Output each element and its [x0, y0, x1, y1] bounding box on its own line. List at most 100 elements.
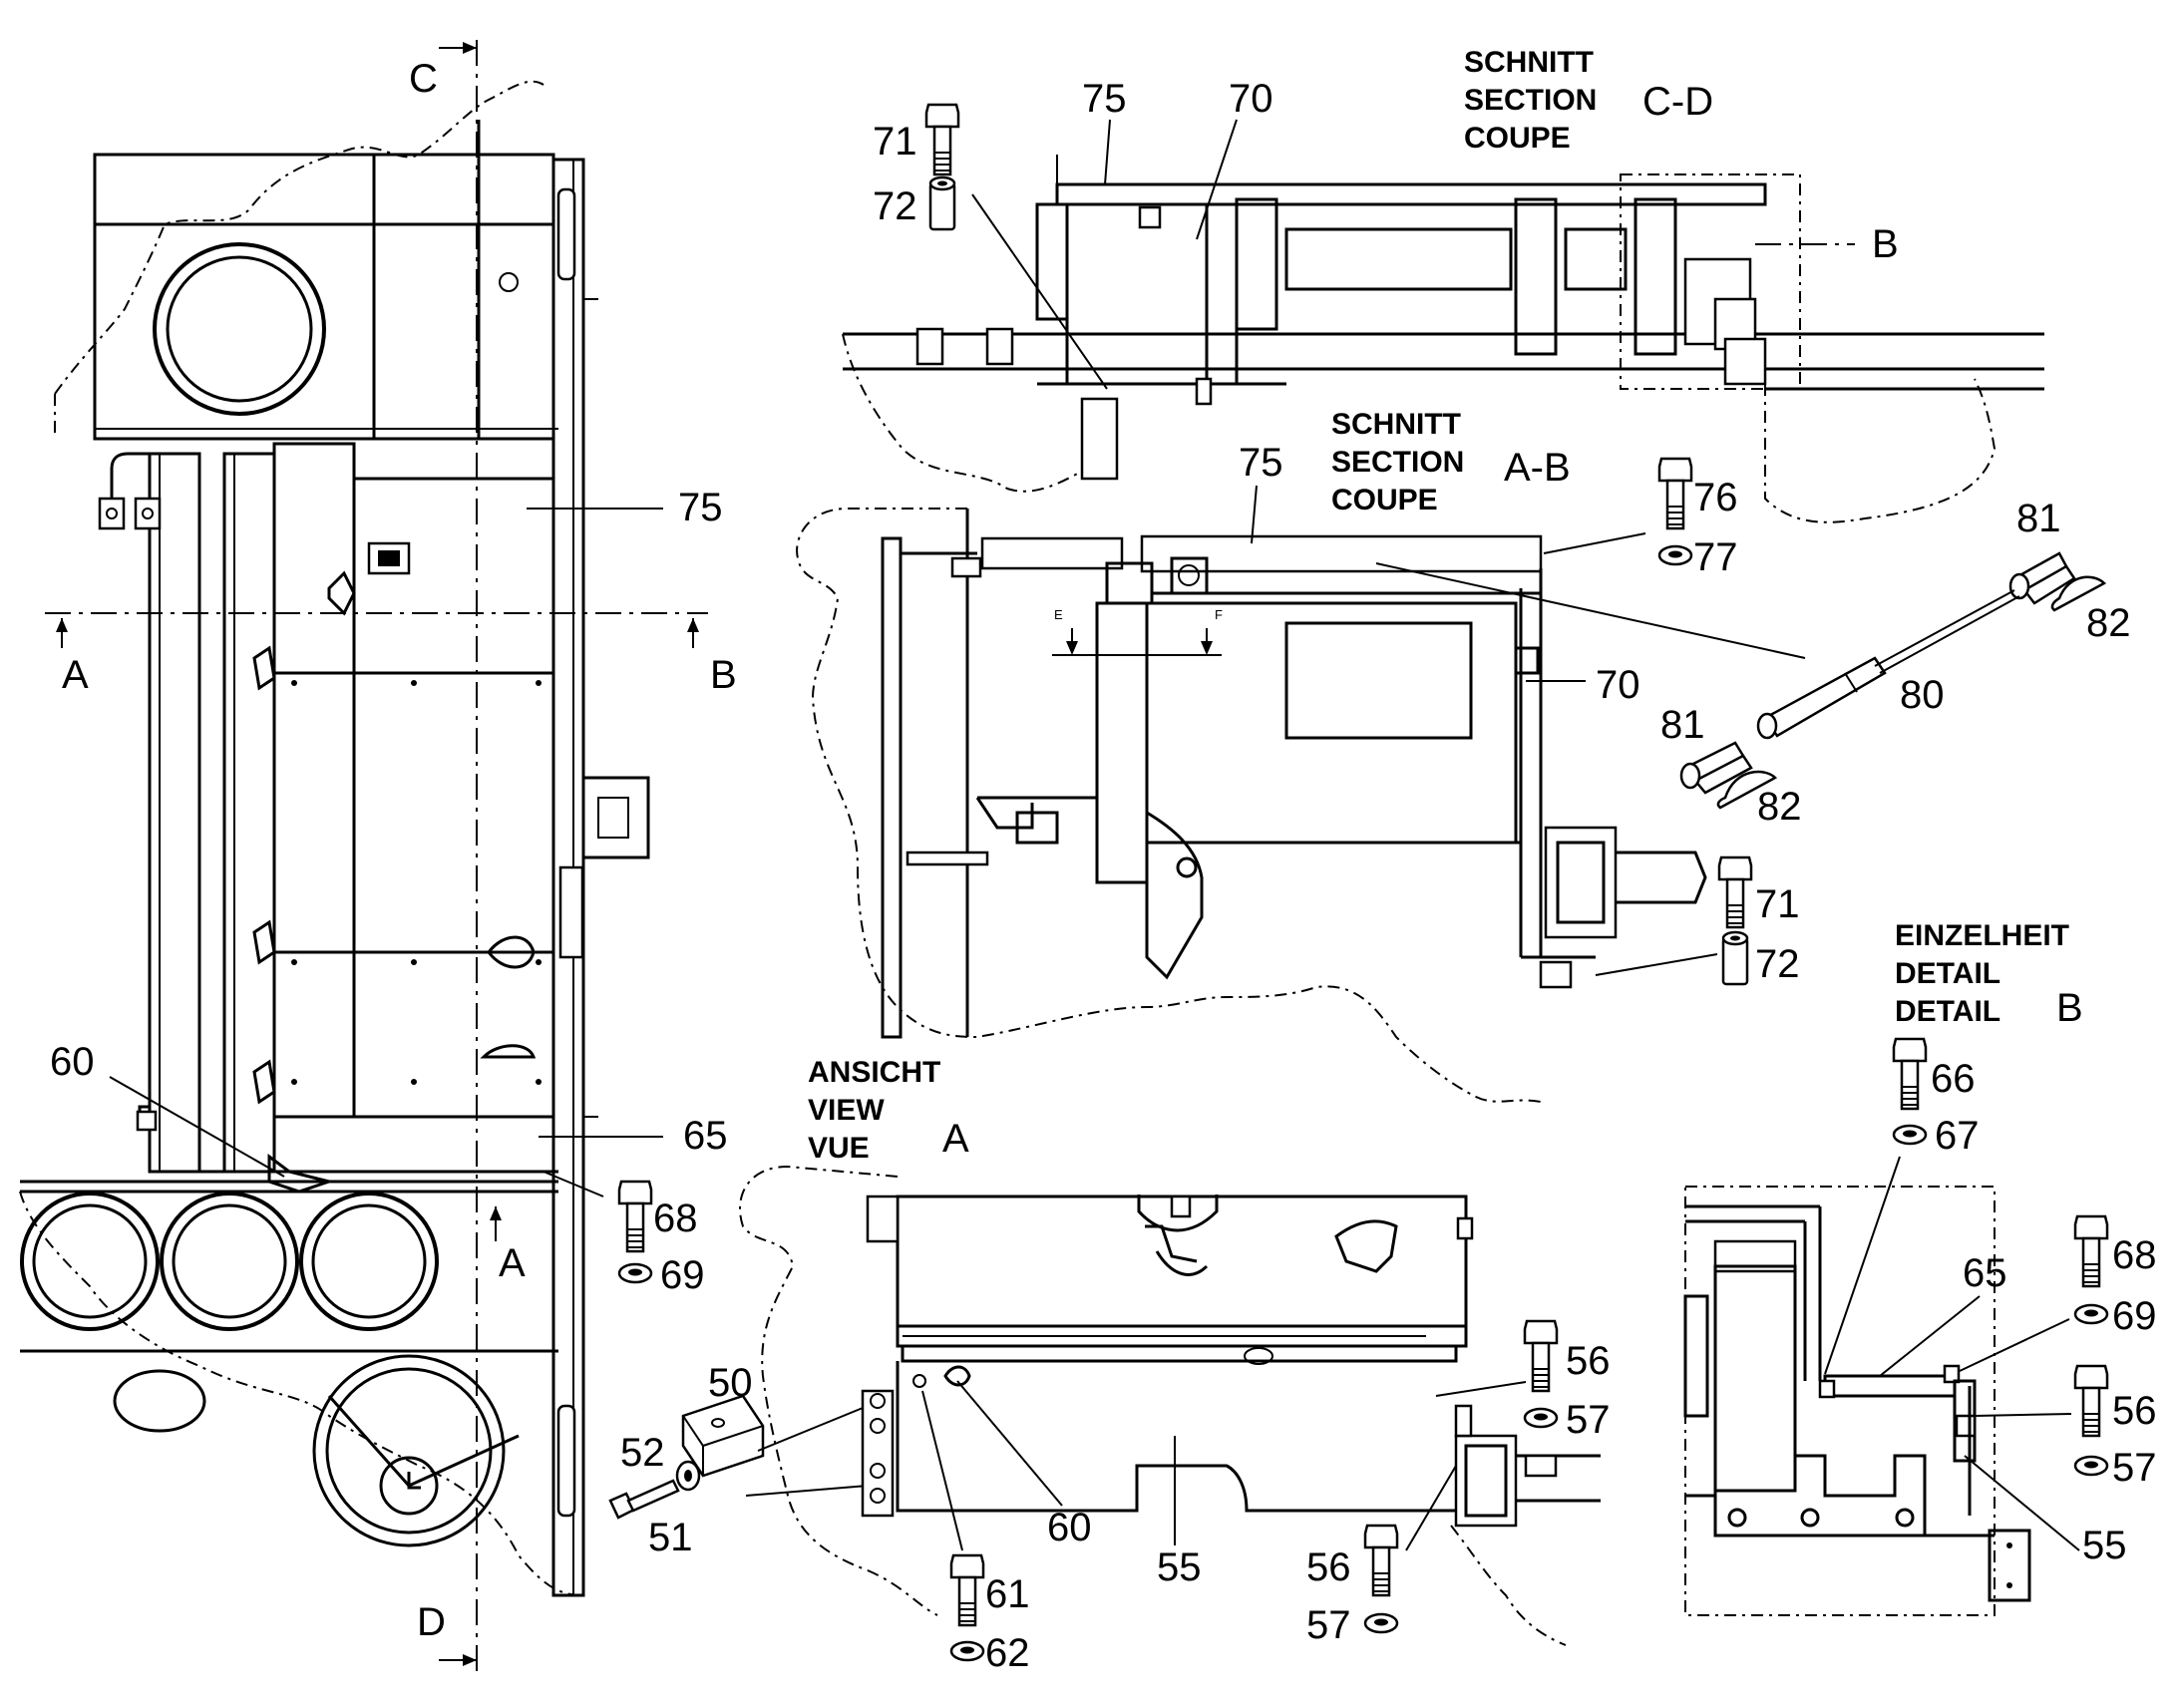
callout-51: 51: [648, 1516, 693, 1559]
washer-icon-69-b: [2073, 1303, 2109, 1325]
view-a-id: A: [942, 1117, 969, 1161]
bolt-icon-76: [1657, 457, 1693, 530]
callout-72-ab: 72: [1755, 942, 1800, 986]
callout-69-b: 69: [2112, 1294, 2157, 1338]
callout-66: 66: [1931, 1057, 1976, 1101]
callout-70-cd: 70: [1229, 77, 1273, 121]
section-marker-b-right: B: [710, 653, 737, 697]
section-cd-view: SCHNITT SECTION COUPE C-D: [842, 46, 2044, 523]
bolt-icon-51: [608, 1479, 680, 1520]
sleeve-icon-72-cd: [928, 175, 956, 231]
detail-b-header-en: DETAIL: [1895, 957, 2000, 990]
section-cd-id: C-D: [1642, 80, 1713, 124]
washer-icon-57-b: [2073, 1455, 2109, 1477]
washer-icon-69: [617, 1262, 653, 1284]
view-a-header-en: VIEW: [808, 1094, 885, 1127]
callout-75-cd: 75: [1082, 77, 1127, 121]
callout-67: 67: [1935, 1114, 1980, 1158]
callout-72-cd: 72: [873, 184, 917, 228]
callout-75-main: 75: [678, 486, 723, 529]
callout-71-ab: 71: [1755, 882, 1800, 926]
callout-81-upper: 81: [2016, 497, 2061, 540]
section-cd-callouts: 75 70 71 72 B: [873, 77, 1899, 390]
washer-icon-67: [1892, 1124, 1928, 1146]
callout-55-b: 55: [2082, 1524, 2127, 1567]
callout-65-main: 65: [683, 1114, 728, 1158]
callout-77: 77: [1693, 535, 1738, 579]
section-marker-d: D: [417, 1600, 446, 1644]
washer-icon-57-a-bottom: [1363, 1612, 1399, 1634]
section-cd-header-en: SECTION: [1464, 84, 1597, 117]
detail-b: EINZELHEIT DETAIL DETAIL B: [1683, 919, 2083, 1616]
detail-b-callouts: 66 67 65 68 69 56 57 55: [1824, 1037, 2157, 1567]
detail-b-header-de: EINZELHEIT: [1895, 919, 2069, 952]
section-ab-header-en: SECTION: [1331, 446, 1464, 479]
bolt-icon-66: [1892, 1037, 1928, 1111]
callout-80: 80: [1900, 673, 1945, 717]
callout-57-b: 57: [2112, 1446, 2157, 1490]
callout-69-main: 69: [660, 1253, 705, 1297]
section-marker-a-left: A: [62, 653, 89, 697]
section-marker-f: F: [1215, 607, 1223, 622]
main-view: [19, 80, 650, 1597]
callout-61: 61: [985, 1572, 1030, 1616]
callout-71-cd: 71: [873, 120, 917, 164]
callout-82-upper: 82: [2086, 601, 2131, 645]
callout-76: 76: [1693, 476, 1738, 519]
view-a: ANSICHT VIEW VUE A: [739, 1056, 1601, 1646]
section-ab-header-de: SCHNITT: [1331, 408, 1461, 441]
callout-75-ab: 75: [1239, 441, 1283, 485]
callout-68-b: 68: [2112, 1233, 2157, 1277]
section-cd-header-fr: COUPE: [1464, 122, 1571, 155]
sleeve-icon-72-ab: [1721, 930, 1749, 986]
view-a-header-fr: VUE: [808, 1132, 870, 1165]
callout-57-a-bottom: 57: [1306, 1603, 1351, 1647]
section-ab-id: A-B: [1504, 446, 1571, 490]
bolt-icon-56-a: [1523, 1319, 1559, 1393]
section-line-ab: A B A: [45, 612, 737, 1285]
section-marker-e: E: [1054, 607, 1063, 622]
washer-icon-52: [675, 1460, 701, 1492]
callout-60-a: 60: [1047, 1506, 1092, 1549]
clevis-icon-lower: [1679, 741, 1753, 795]
callout-68-main: 68: [653, 1196, 698, 1240]
detail-callout-b: B: [1872, 222, 1899, 266]
clevis-icon-upper: [2008, 551, 2076, 605]
callout-56-b: 56: [2112, 1389, 2157, 1433]
bolt-icon-56-a-bottom: [1363, 1524, 1399, 1597]
callout-50: 50: [708, 1361, 753, 1405]
view-marker-a: A: [499, 1241, 526, 1285]
bolt-icon-68-b: [2073, 1214, 2109, 1288]
bolt-icon-71-cd: [924, 103, 960, 176]
callout-56-a-bottom: 56: [1306, 1545, 1351, 1589]
detail-b-id: B: [2056, 986, 2083, 1030]
bolt-icon-71-ab: [1717, 855, 1753, 929]
gas-strut-icon: [1756, 589, 2020, 740]
section-cd-header-de: SCHNITT: [1464, 46, 1594, 79]
clip-icon-lower: [1716, 770, 1778, 810]
clamp-block-icon: [681, 1394, 765, 1478]
view-a-callouts: 56 57 60 55 61 62 56 57: [921, 1319, 1611, 1675]
callout-81-lower: 81: [1660, 703, 1705, 747]
bolt-icon-61: [949, 1553, 985, 1627]
callout-57-a-top: 57: [1566, 1398, 1611, 1442]
washer-icon-77: [1657, 544, 1693, 566]
section-marker-c: C: [409, 57, 438, 101]
main-view-callouts: 75 60 65 68 69 50 52 51: [50, 486, 869, 1559]
section-line-cd: C D: [409, 40, 478, 1675]
bolt-icon-68: [617, 1180, 653, 1253]
washer-icon-62: [949, 1640, 985, 1662]
callout-65-b: 65: [1963, 1251, 2007, 1295]
callout-82-lower: 82: [1757, 785, 1802, 829]
washer-icon-57-a: [1523, 1407, 1559, 1429]
clip-icon-upper: [2050, 575, 2107, 612]
callout-55-a: 55: [1157, 1545, 1202, 1589]
callout-62: 62: [985, 1631, 1030, 1675]
callout-60-main: 60: [50, 1040, 95, 1084]
section-ab-header-fr: COUPE: [1331, 484, 1438, 516]
view-a-header-de: ANSICHT: [808, 1056, 940, 1089]
section-ab-callouts: 75 76 77 81 82 70 80: [1239, 441, 2131, 986]
bolt-icon-56-b: [2073, 1364, 2109, 1438]
callout-56-a-top: 56: [1566, 1339, 1611, 1383]
